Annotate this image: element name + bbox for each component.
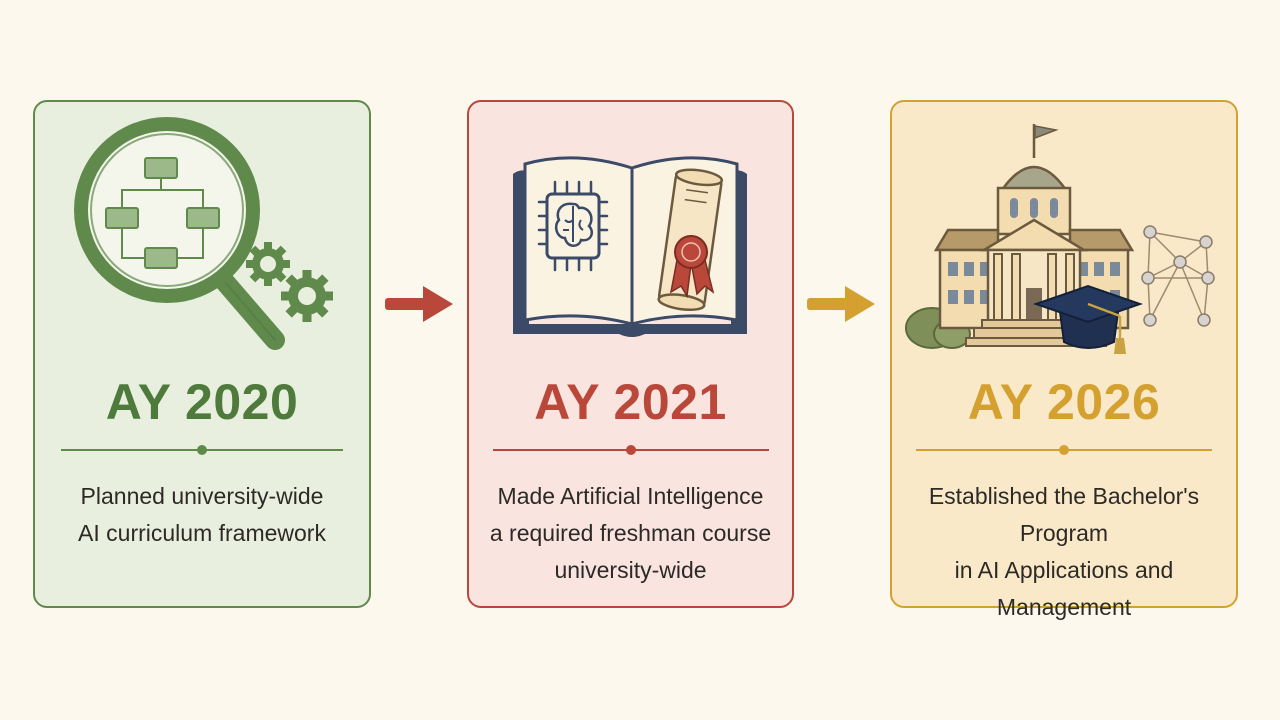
divider-dot [626, 445, 636, 455]
description-line: Established the Bachelor's Program [928, 483, 1200, 546]
description-line: university-wide [554, 557, 707, 583]
description-line: AI curriculum framework [78, 520, 326, 546]
description-line: Planned university-wide [80, 483, 324, 509]
magnifier-flowchart-gears-icon [74, 117, 333, 350]
open-book-brain-chip-diploma-icon [513, 156, 747, 337]
description-line: Management [996, 594, 1132, 620]
milestone-year: AY 2026 [967, 374, 1161, 430]
milestone-year: AY 2021 [534, 374, 727, 430]
arrow-right-icon [385, 286, 453, 322]
milestone-description: Established the Bachelor's Program in AI… [906, 478, 1222, 626]
divider-dot [197, 445, 207, 455]
description-line: in AI Applications and [954, 557, 1174, 583]
milestone-card-ay2020: AY 2020 Planned university-wide AI curri… [33, 100, 371, 608]
milestone-card-ay2021: AY 2021 Made Artificial Intelligence a r… [467, 100, 794, 608]
divider [61, 445, 343, 455]
divider [916, 445, 1212, 455]
university-building-graduation-cap-network-icon [905, 124, 1215, 354]
divider [493, 445, 769, 455]
description-line: Made Artificial Intelligence [497, 483, 764, 509]
milestone-description: Planned university-wide AI curriculum fr… [49, 478, 355, 552]
divider-dot [1059, 445, 1069, 455]
milestone-year: AY 2020 [105, 374, 299, 430]
description-line: a required freshman course [489, 520, 772, 546]
milestone-description: Made Artificial Intelligence a required … [483, 478, 778, 589]
arrow-right-icon [807, 286, 875, 322]
milestone-card-ay2026: AY 2026 Established the Bachelor's Progr… [890, 100, 1238, 620]
